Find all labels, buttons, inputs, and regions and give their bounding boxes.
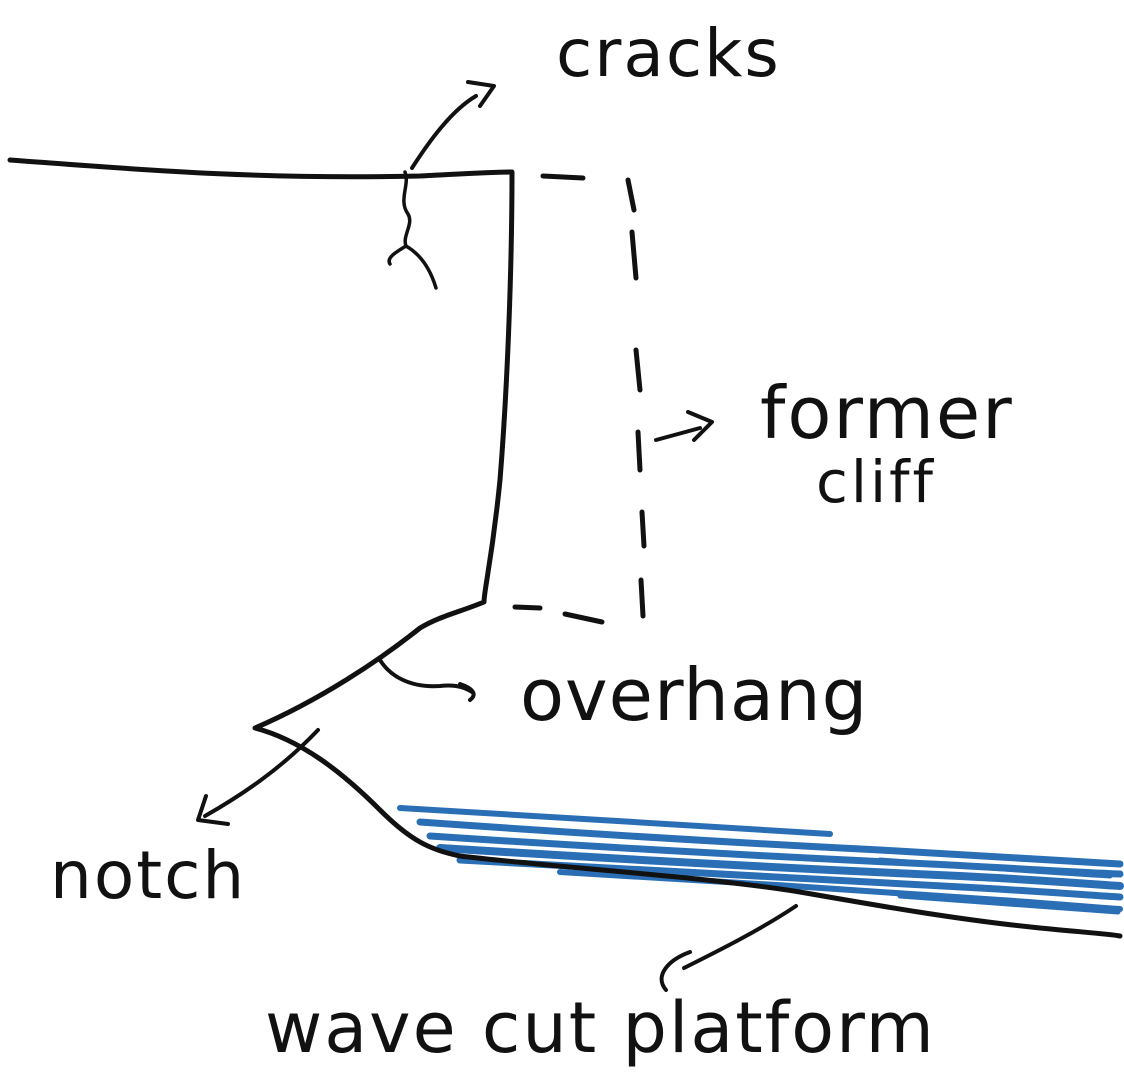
label-former: former	[760, 371, 1014, 455]
wave-cut-platform-arrow	[659, 904, 798, 992]
former-cliff-dashed-line	[512, 173, 647, 625]
label-notch: notch	[50, 837, 246, 914]
former-cliff-arrow	[654, 410, 714, 442]
cliff-profile-line	[7, 157, 1123, 939]
notch-arrow	[196, 728, 320, 826]
label-wave-cut-platform: wave cut platform	[265, 987, 936, 1069]
label-cliff: cliff	[816, 448, 936, 516]
label-overhang: overhang	[520, 653, 868, 737]
cracks-arrow	[410, 80, 496, 170]
overhang-arrow	[378, 658, 476, 702]
crack-line	[387, 170, 438, 290]
label-cracks: cracks	[556, 15, 781, 92]
